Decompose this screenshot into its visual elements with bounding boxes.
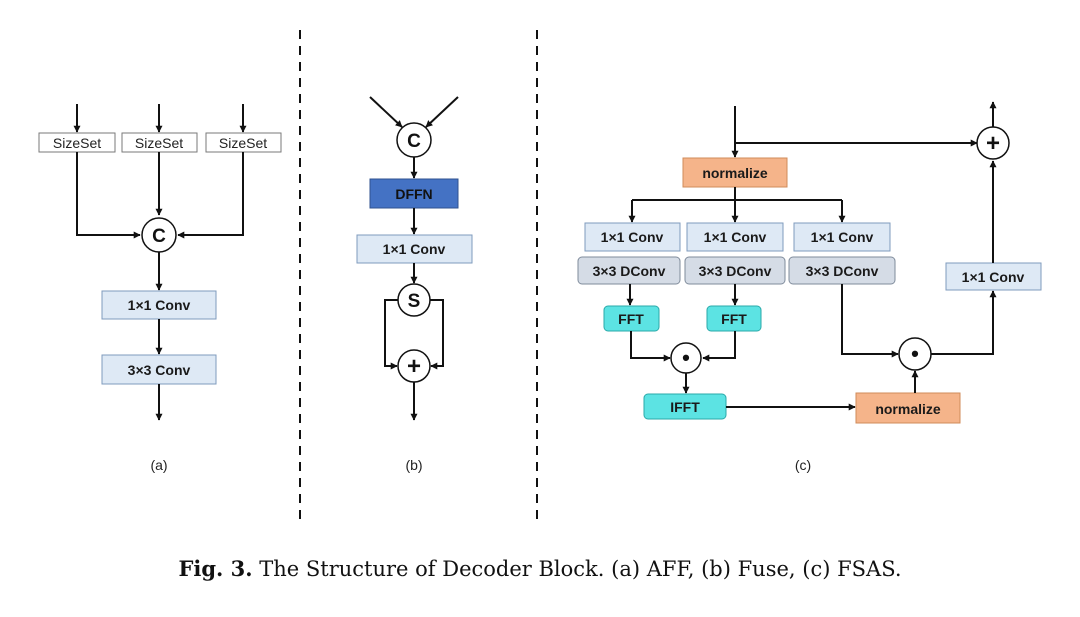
conv3x3-box bbox=[101, 354, 217, 385]
conv1x1-out-box bbox=[945, 262, 1042, 291]
multiply-right-label: • bbox=[911, 341, 919, 366]
multiply-left-label: • bbox=[682, 345, 690, 370]
sizeset-label-2: SizeSet bbox=[135, 135, 183, 151]
normalize-bottom-box bbox=[855, 392, 961, 424]
add-label: + bbox=[407, 353, 421, 380]
normalize-top-label: normalize bbox=[702, 165, 768, 181]
fft-left-label: FFT bbox=[618, 311, 644, 327]
conv1x1-box bbox=[356, 234, 473, 264]
dffn-label: DFFN bbox=[395, 186, 432, 202]
caption-text: The Structure of Decoder Block. (a) AFF,… bbox=[252, 557, 902, 581]
sizeset-label-3: SizeSet bbox=[219, 135, 267, 151]
conv1x1-right-box bbox=[793, 222, 891, 252]
sizeset-label-1: SizeSet bbox=[53, 135, 101, 151]
panel-c-sublabel: (c) bbox=[795, 457, 811, 473]
dconv-left-label: 3×3 DConv bbox=[593, 263, 666, 279]
normalize-top-box bbox=[682, 157, 788, 188]
conv1x1-label: 1×1 Conv bbox=[383, 241, 446, 257]
panel-b-sublabel: (b) bbox=[405, 457, 422, 473]
conv1x1-left-box bbox=[584, 222, 681, 252]
figure-number: Fig. 3. bbox=[178, 556, 253, 581]
panel-b-fuse: C DFFN 1×1 Conv S + (b) bbox=[356, 96, 473, 473]
dconv-mid-label: 3×3 DConv bbox=[699, 263, 772, 279]
conv1x1-box bbox=[101, 290, 217, 320]
dffn-box bbox=[369, 178, 459, 209]
panel-a-aff: SizeSet SizeSet SizeSet C 1×1 Conv 3×3 C… bbox=[38, 104, 282, 473]
conv1x1-mid-label: 1×1 Conv bbox=[704, 229, 767, 245]
dconv-right-label: 3×3 DConv bbox=[806, 263, 879, 279]
normalize-bottom-label: normalize bbox=[875, 401, 941, 417]
conv1x1-label: 1×1 Conv bbox=[128, 297, 191, 313]
fft-right-label: FFT bbox=[721, 311, 747, 327]
ifft-label: IFFT bbox=[670, 399, 700, 415]
panel-a-sublabel: (a) bbox=[150, 457, 167, 473]
add-label: + bbox=[986, 130, 1000, 157]
conv1x1-left-label: 1×1 Conv bbox=[601, 229, 664, 245]
conv1x1-right-label: 1×1 Conv bbox=[811, 229, 874, 245]
conv1x1-mid-box bbox=[686, 222, 784, 252]
panel-c-fsas: normalize 1×1 Conv 1×1 Conv 1×1 Conv 3×3… bbox=[577, 101, 1042, 473]
conv1x1-out-label: 1×1 Conv bbox=[962, 269, 1025, 285]
split-label: S bbox=[408, 291, 421, 312]
concat-label: C bbox=[407, 131, 421, 152]
conv3x3-label: 3×3 Conv bbox=[128, 362, 191, 378]
figure-caption: Fig. 3. The Structure of Decoder Block. … bbox=[0, 556, 1080, 581]
concat-label: C bbox=[152, 226, 166, 247]
